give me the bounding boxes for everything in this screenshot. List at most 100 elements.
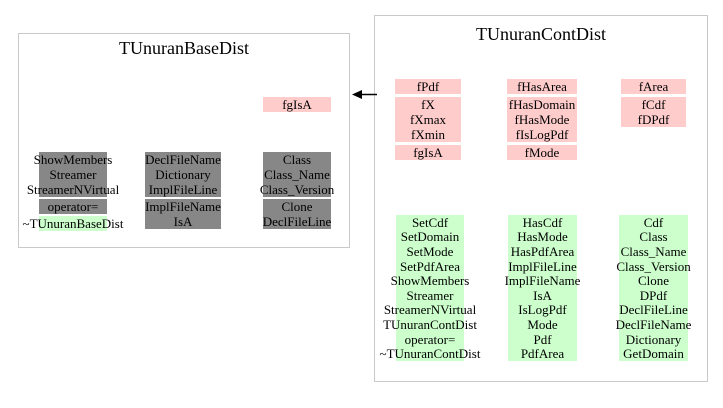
- member-streamer[interactable]: Streamer: [396, 288, 464, 303]
- member-implfileline[interactable]: ImplFileLine: [508, 259, 577, 274]
- member-fislogpdf[interactable]: fIsLogPdf: [507, 127, 577, 142]
- member-fxmax[interactable]: fXmax: [395, 112, 461, 127]
- member-fgisa[interactable]: fgIsA: [263, 97, 331, 112]
- member-pdf[interactable]: Pdf: [508, 332, 577, 347]
- member-fx[interactable]: fX: [395, 97, 461, 112]
- member-fcdf[interactable]: fCdf: [621, 97, 686, 112]
- member-label: IsA: [173, 214, 193, 229]
- member-showmembers[interactable]: ShowMembers: [34, 152, 113, 167]
- member-setcdf[interactable]: SetCdf: [396, 215, 464, 230]
- member-label: HasCdf: [522, 214, 563, 230]
- member-label: Pdf: [533, 331, 552, 347]
- member-dpdf[interactable]: DPdf: [619, 288, 688, 303]
- member-label: HasPdfArea: [510, 243, 575, 259]
- member-class[interactable]: Class: [263, 152, 331, 167]
- member-label: fCdf: [641, 97, 666, 112]
- member-dictionary[interactable]: Dictionary: [619, 332, 688, 347]
- member-streamernvirtual[interactable]: StreamerNVirtual: [27, 182, 119, 197]
- member-fgisa[interactable]: fgIsA: [395, 145, 461, 160]
- member-dictionary[interactable]: Dictionary: [145, 167, 221, 182]
- member-fhasdomain[interactable]: fHasDomain: [507, 97, 577, 112]
- member-label: IsLogPdf: [518, 302, 567, 318]
- member-haspdfarea[interactable]: HasPdfArea: [508, 244, 577, 259]
- member-tunuranbasedist[interactable]: ~TUnuranBaseDist: [23, 216, 124, 231]
- member-label: ShowMembers: [33, 152, 113, 167]
- member-label: TUnuranContDist: [383, 316, 477, 332]
- class-title-tunurancontdist[interactable]: TUnuranContDist: [476, 24, 606, 44]
- member-isa[interactable]: IsA: [145, 214, 221, 229]
- member-isa[interactable]: IsA: [508, 288, 577, 303]
- member-class-version[interactable]: Class_Version: [259, 182, 335, 197]
- member-label: Dictionary: [155, 167, 211, 182]
- member-farea[interactable]: fArea: [621, 79, 686, 94]
- member-class[interactable]: Class: [619, 230, 688, 245]
- member-group: fPdf: [395, 79, 461, 94]
- member-label: Class_Name: [620, 243, 687, 259]
- member-declfileline[interactable]: DeclFileLine: [619, 303, 688, 318]
- member-label: fDPdf: [637, 112, 670, 127]
- class-title-tunuranbasedist[interactable]: TUnuranBaseDist: [119, 38, 249, 58]
- member-label: Clone: [637, 273, 670, 289]
- member-showmembers[interactable]: ShowMembers: [391, 273, 470, 288]
- member-fhasarea[interactable]: fHasArea: [507, 79, 577, 94]
- member-label: DeclFileName: [615, 316, 692, 332]
- member-label: DeclFileName: [145, 152, 221, 167]
- member-tunurancontdist[interactable]: TUnuranContDist: [383, 317, 477, 332]
- member-clone[interactable]: Clone: [263, 199, 331, 214]
- member-label: fXmin: [411, 127, 445, 142]
- member-fxmin[interactable]: fXmin: [395, 127, 461, 142]
- member-label: SetDomain: [400, 229, 460, 245]
- member-cdf[interactable]: Cdf: [619, 215, 688, 230]
- member-label: Streamer: [49, 167, 97, 182]
- member-operator[interactable]: operator=: [39, 199, 107, 214]
- member-label: fgIsA: [282, 97, 312, 112]
- member-setdomain[interactable]: SetDomain: [396, 230, 464, 245]
- member-implfilename[interactable]: ImplFileName: [505, 273, 581, 288]
- member-streamer[interactable]: Streamer: [39, 167, 107, 182]
- member-hascdf[interactable]: HasCdf: [508, 215, 577, 230]
- member-label: Class: [282, 152, 312, 167]
- member-streamernvirtual[interactable]: StreamerNVirtual: [384, 303, 476, 318]
- member-fpdf[interactable]: fPdf: [395, 79, 461, 94]
- member-fmode[interactable]: fMode: [507, 145, 577, 160]
- member-implfilename[interactable]: ImplFileName: [145, 199, 221, 214]
- member-label: Mode: [527, 316, 558, 332]
- member-islogpdf[interactable]: IsLogPdf: [508, 303, 577, 318]
- member-class-name[interactable]: Class_Name: [263, 167, 331, 182]
- member-label: ~TUnuranBaseDist: [22, 216, 124, 231]
- member-label: DPdf: [639, 287, 668, 303]
- member-clone[interactable]: Clone: [619, 273, 688, 288]
- member-fhasmode[interactable]: fHasMode: [507, 112, 577, 127]
- member-setmode[interactable]: SetMode: [396, 244, 464, 259]
- member-pdfarea[interactable]: PdfArea: [508, 346, 577, 361]
- member-declfilename[interactable]: DeclFileName: [616, 317, 692, 332]
- member-mode[interactable]: Mode: [508, 317, 577, 332]
- member-declfilename[interactable]: DeclFileName: [145, 152, 221, 167]
- member-label: GetDomain: [623, 346, 684, 362]
- member-label: fHasDomain: [508, 97, 576, 112]
- member-hasmode[interactable]: HasMode: [508, 230, 577, 245]
- member-class-version[interactable]: Class_Version: [616, 259, 690, 274]
- member-label: ImplFileLine: [148, 182, 218, 197]
- member-group: fgIsA: [395, 145, 461, 160]
- member-getdomain[interactable]: GetDomain: [619, 346, 688, 361]
- member-group: fHasArea: [507, 79, 577, 94]
- member-label: Cdf: [643, 214, 664, 230]
- member-declfileline[interactable]: DeclFileLine: [263, 214, 332, 229]
- member-label: operator=: [47, 199, 99, 214]
- member-fdpdf[interactable]: fDPdf: [621, 112, 686, 127]
- member-label: Class_Version: [259, 182, 335, 197]
- member-label: fHasMode: [514, 112, 570, 127]
- member-operator[interactable]: operator=: [396, 332, 464, 347]
- member-class-name[interactable]: Class_Name: [619, 244, 688, 259]
- member-tunurancontdist[interactable]: ~TUnuranContDist: [380, 346, 481, 361]
- member-label: fHasArea: [517, 79, 567, 94]
- member-implfileline[interactable]: ImplFileLine: [145, 182, 221, 197]
- member-setpdfarea[interactable]: SetPdfArea: [396, 259, 464, 274]
